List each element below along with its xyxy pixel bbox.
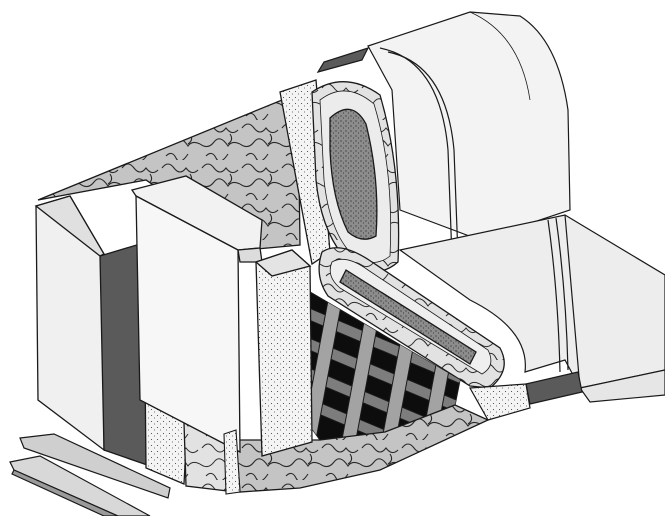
arm-front-post	[254, 249, 313, 457]
arm-top-cushion	[130, 175, 263, 454]
base-rail-strip	[223, 429, 241, 495]
sofa-leg-runner	[9, 433, 171, 516]
frame-base-floor	[235, 404, 490, 493]
arm-outer-fabric	[34, 195, 105, 452]
seat-front-tack-strip	[525, 371, 583, 405]
seat-front-rail	[469, 383, 531, 421]
back-tack-strip	[316, 46, 370, 73]
seat-cushion-section	[318, 247, 505, 389]
back-cushion-section	[279, 79, 400, 273]
seat-cover-fabric	[398, 214, 665, 403]
